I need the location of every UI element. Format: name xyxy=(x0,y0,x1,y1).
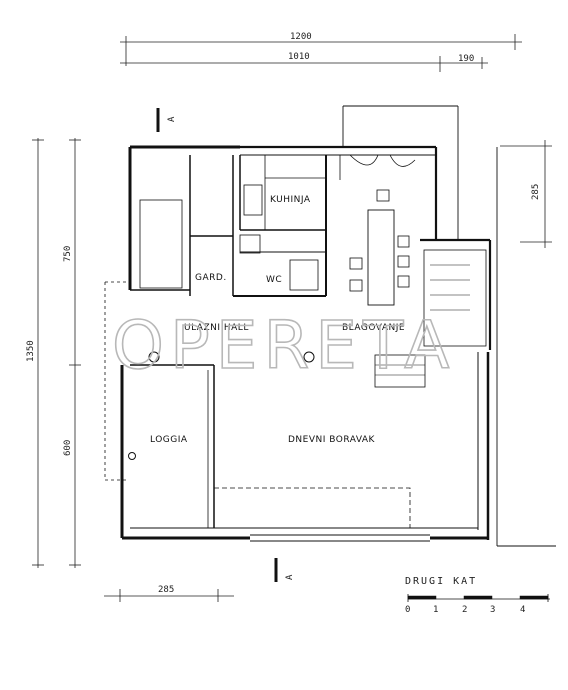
dim-total-width: 1200 xyxy=(290,32,312,42)
room-label-entrance-hall: ULAZNI HALL xyxy=(184,323,249,333)
left-dimensions xyxy=(32,138,81,568)
scale-bar xyxy=(407,594,550,602)
dim-right-width: 190 xyxy=(458,54,474,64)
bottom-dimension xyxy=(104,589,234,602)
dim-total-height: 1350 xyxy=(26,340,36,362)
room-label-kitchen: KUHINJA xyxy=(270,195,311,205)
section-marker-top: A xyxy=(156,108,177,132)
room-label-loggia: LOGGIA xyxy=(150,435,188,445)
scale-tick-3: 3 xyxy=(490,605,495,615)
scale-tick-4: 4 xyxy=(520,605,525,615)
dim-left-width: 1010 xyxy=(288,52,310,62)
watermark: OPERETA xyxy=(112,307,455,384)
walls xyxy=(104,105,556,547)
room-label-storage: GARD. xyxy=(195,273,227,283)
scale-tick-1: 1 xyxy=(433,605,438,615)
section-marker-bottom-label: A xyxy=(285,574,295,580)
top-dimensions xyxy=(120,34,522,72)
dim-bottom-offset: 285 xyxy=(158,585,174,595)
room-label-wc: WC xyxy=(266,275,282,285)
room-label-dining: BLAGOVANJE xyxy=(342,323,405,333)
dim-right-offset: 285 xyxy=(531,184,541,200)
room-label-living: DNEVNI BORAVAK xyxy=(288,435,376,445)
right-dimension xyxy=(500,140,552,248)
scale-tick-0: 0 xyxy=(405,605,410,615)
dim-upper-height: 750 xyxy=(63,246,73,262)
section-marker-top-label: A xyxy=(167,116,177,122)
scale-tick-2: 2 xyxy=(462,605,467,615)
section-marker-bottom: A xyxy=(274,558,295,582)
floor-label: DRUGI KAT xyxy=(405,576,477,587)
dim-lower-height: 600 xyxy=(63,440,73,456)
